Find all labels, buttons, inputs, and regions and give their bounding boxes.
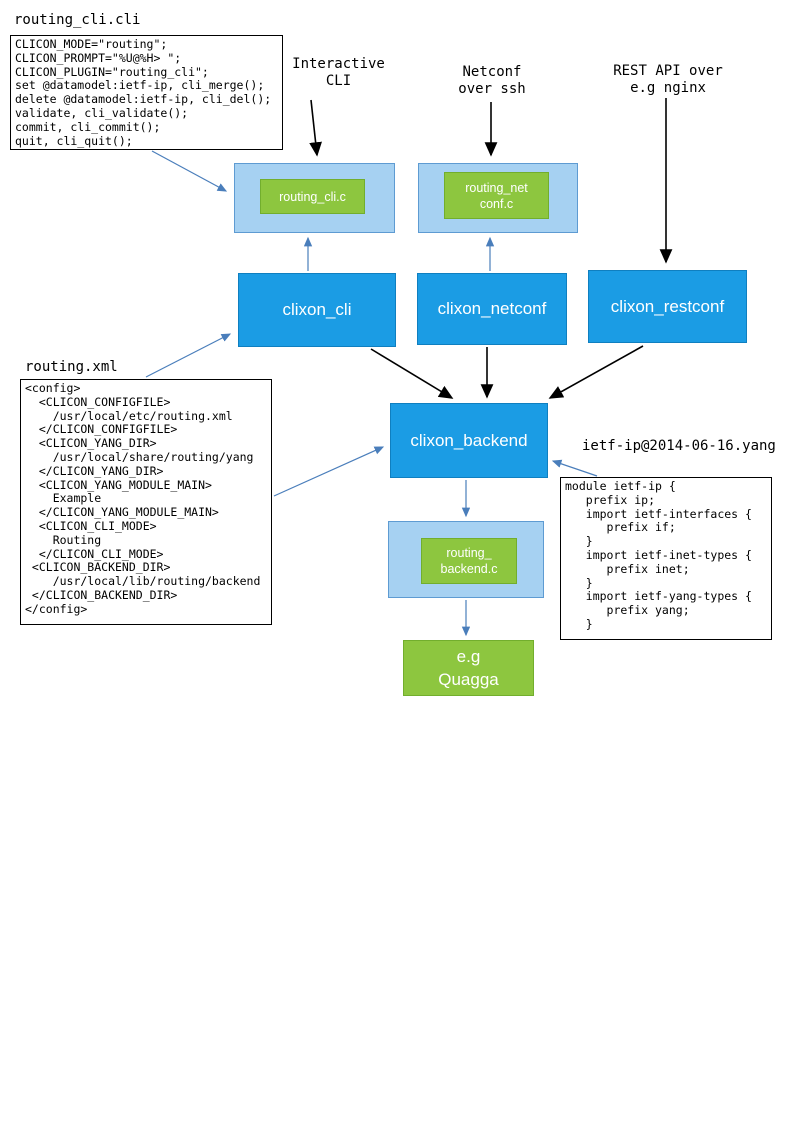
arrow-xml-file-to-backend xyxy=(273,446,385,497)
yang-file-label: ietf-ip@2014-06-16.yang xyxy=(582,438,776,454)
routing-cli-plugin-container: routing_cli.c xyxy=(234,163,395,233)
arrow-xml-file-to-clixon-cli xyxy=(145,333,232,378)
arrow-interactive-cli-to-routing-cli-c xyxy=(309,99,322,157)
rest-api-label: REST API over e.g nginx xyxy=(613,63,723,96)
routing-cli-code-box: CLICON_MODE="routing"; CLICON_PROMPT="%U… xyxy=(10,35,283,150)
node-clixon-restconf: clixon_restconf xyxy=(588,270,747,343)
arrow-cli-file-to-routing-cli-c xyxy=(151,150,228,192)
routing-backend-plugin-container: routing_ backend.c xyxy=(388,521,544,598)
yang-code-box: module ietf-ip { prefix ip; import ietf-… xyxy=(560,477,772,640)
node-quagga: e.g Quagga xyxy=(403,640,534,696)
node-routing-netconf-c: routing_net conf.c xyxy=(444,172,549,219)
arrow-clixon-cli-to-backend xyxy=(370,348,454,399)
arrow-clixon-restconf-to-backend xyxy=(548,345,644,399)
node-clixon-netconf: clixon_netconf xyxy=(417,273,567,345)
node-routing-backend-c: routing_ backend.c xyxy=(421,538,517,584)
routing-netconf-plugin-container: routing_net conf.c xyxy=(418,163,578,233)
node-clixon-cli: clixon_cli xyxy=(238,273,396,347)
routing-xml-file-label: routing.xml xyxy=(25,359,118,375)
node-clixon-backend: clixon_backend xyxy=(390,403,548,478)
interactive-cli-label: Interactive CLI xyxy=(292,56,385,89)
node-routing-cli-c: routing_cli.c xyxy=(260,179,365,214)
netconf-over-ssh-label: Netconf over ssh xyxy=(458,64,526,97)
routing-xml-code-box: <config> <CLICON_CONFIGFILE> /usr/local/… xyxy=(20,379,272,625)
routing-cli-file-label: routing_cli.cli xyxy=(14,12,141,28)
arrow-yang-file-to-backend xyxy=(551,459,598,477)
